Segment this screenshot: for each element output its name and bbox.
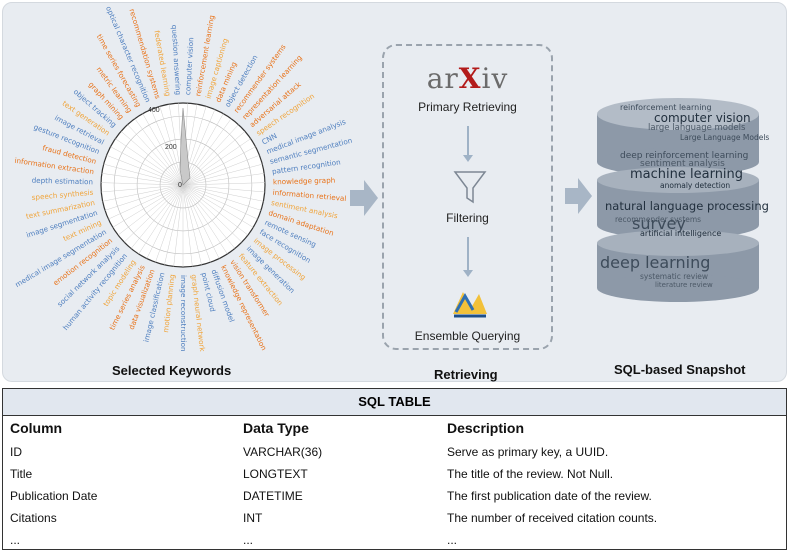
wordcloud-word: deep reinforcement learning [620,151,748,161]
wordcloud-word: artificial intelligence [640,229,721,238]
cell-description: Serve as primary key, a UUID. [447,445,609,459]
arxiv-logo: arXiv [426,62,509,95]
header-data-type: Data Type [243,420,309,436]
wordcloud-word: reinforcement learning [620,103,712,112]
table-row: ... ... ... [3,529,786,551]
arrow-down-2 [462,237,473,277]
wordcloud-word: anomaly detection [660,181,730,190]
keyword-label: depth estimation [32,176,94,187]
table-row: Title LONGTEXT The title of the review. … [3,463,786,485]
cell-column: Citations [10,511,57,525]
cell-column: ID [10,445,22,459]
table-row: Publication Date DATETIME The first publ… [3,485,786,507]
wordcloud-word: deep learning [600,253,710,272]
tick-label-400: 400 [148,107,160,114]
cell-description: The number of received citation counts. [447,511,658,525]
tick-label-0: 0 [178,182,182,189]
tick-label-200: 200 [165,144,177,151]
filter-icon [453,171,487,204]
wordcloud-word: machine learning [630,167,743,182]
wordcloud-word: systematic review [640,272,708,281]
keyword-label: knowledge graph [273,176,336,187]
cell-type: ... [243,533,254,547]
cell-type: LONGTEXT [243,467,308,481]
retrieving-box: arXiv Primary Retrieving Filtering Ensem… [382,44,553,350]
table-row: Citations INT The number of received cit… [3,507,786,529]
ensemble-logo-icon [453,292,487,318]
wordcloud-word: large language models [648,123,746,133]
wordcloud-word: recommender systems [615,215,701,224]
wordcloud-word: literature review [655,281,713,289]
keyword-label: image reconstruction [179,275,188,352]
wordcloud-word: Large Language Models [680,133,769,142]
header-description: Description [447,420,525,436]
keyword-label: question answering [170,25,183,96]
cell-column: Publication Date [10,489,98,503]
keyword-label: computer vision [183,37,195,95]
cell-type: DATETIME [243,489,303,503]
cell-description: The title of the review. Not Null. [447,467,614,481]
wordcloud-word: sentiment analysis [640,159,725,169]
cell-column: Title [10,467,33,481]
caption-selected-keywords: Selected Keywords [112,363,232,378]
cell-type: INT [243,511,263,525]
wordcloud-word: computer vision [654,111,751,125]
header-column: Column [10,420,63,436]
cell-description: The first publication date of the review… [447,489,652,503]
arrow-down-1 [462,126,473,162]
table-header-row: Column Data Type Description [3,416,786,441]
filtering-label: Filtering [446,211,489,225]
cell-type: VARCHAR(36) [243,445,323,459]
caption-retrieving: Retrieving [434,367,498,382]
ensemble-querying-label: Ensemble Querying [414,329,521,343]
cell-column: ... [10,533,21,547]
wordcloud-word: natural language processing [605,199,769,213]
cell-description: ... [447,533,458,547]
primary-retrieving-label: Primary Retrieving [418,100,517,114]
keyword-count-spike [179,107,191,186]
table-row: ID VARCHAR(36) Serve as primary key, a U… [3,441,786,463]
arrow-to-retrieving [350,180,378,216]
sql-table-title: SQL TABLE [3,389,786,416]
arrow-to-snapshot [565,178,592,214]
sql-table: SQL TABLE Column Data Type Description I… [2,388,787,550]
caption-sql-snapshot: SQL-based Snapshot [614,362,746,377]
wordcloud-word: survey [632,214,686,233]
